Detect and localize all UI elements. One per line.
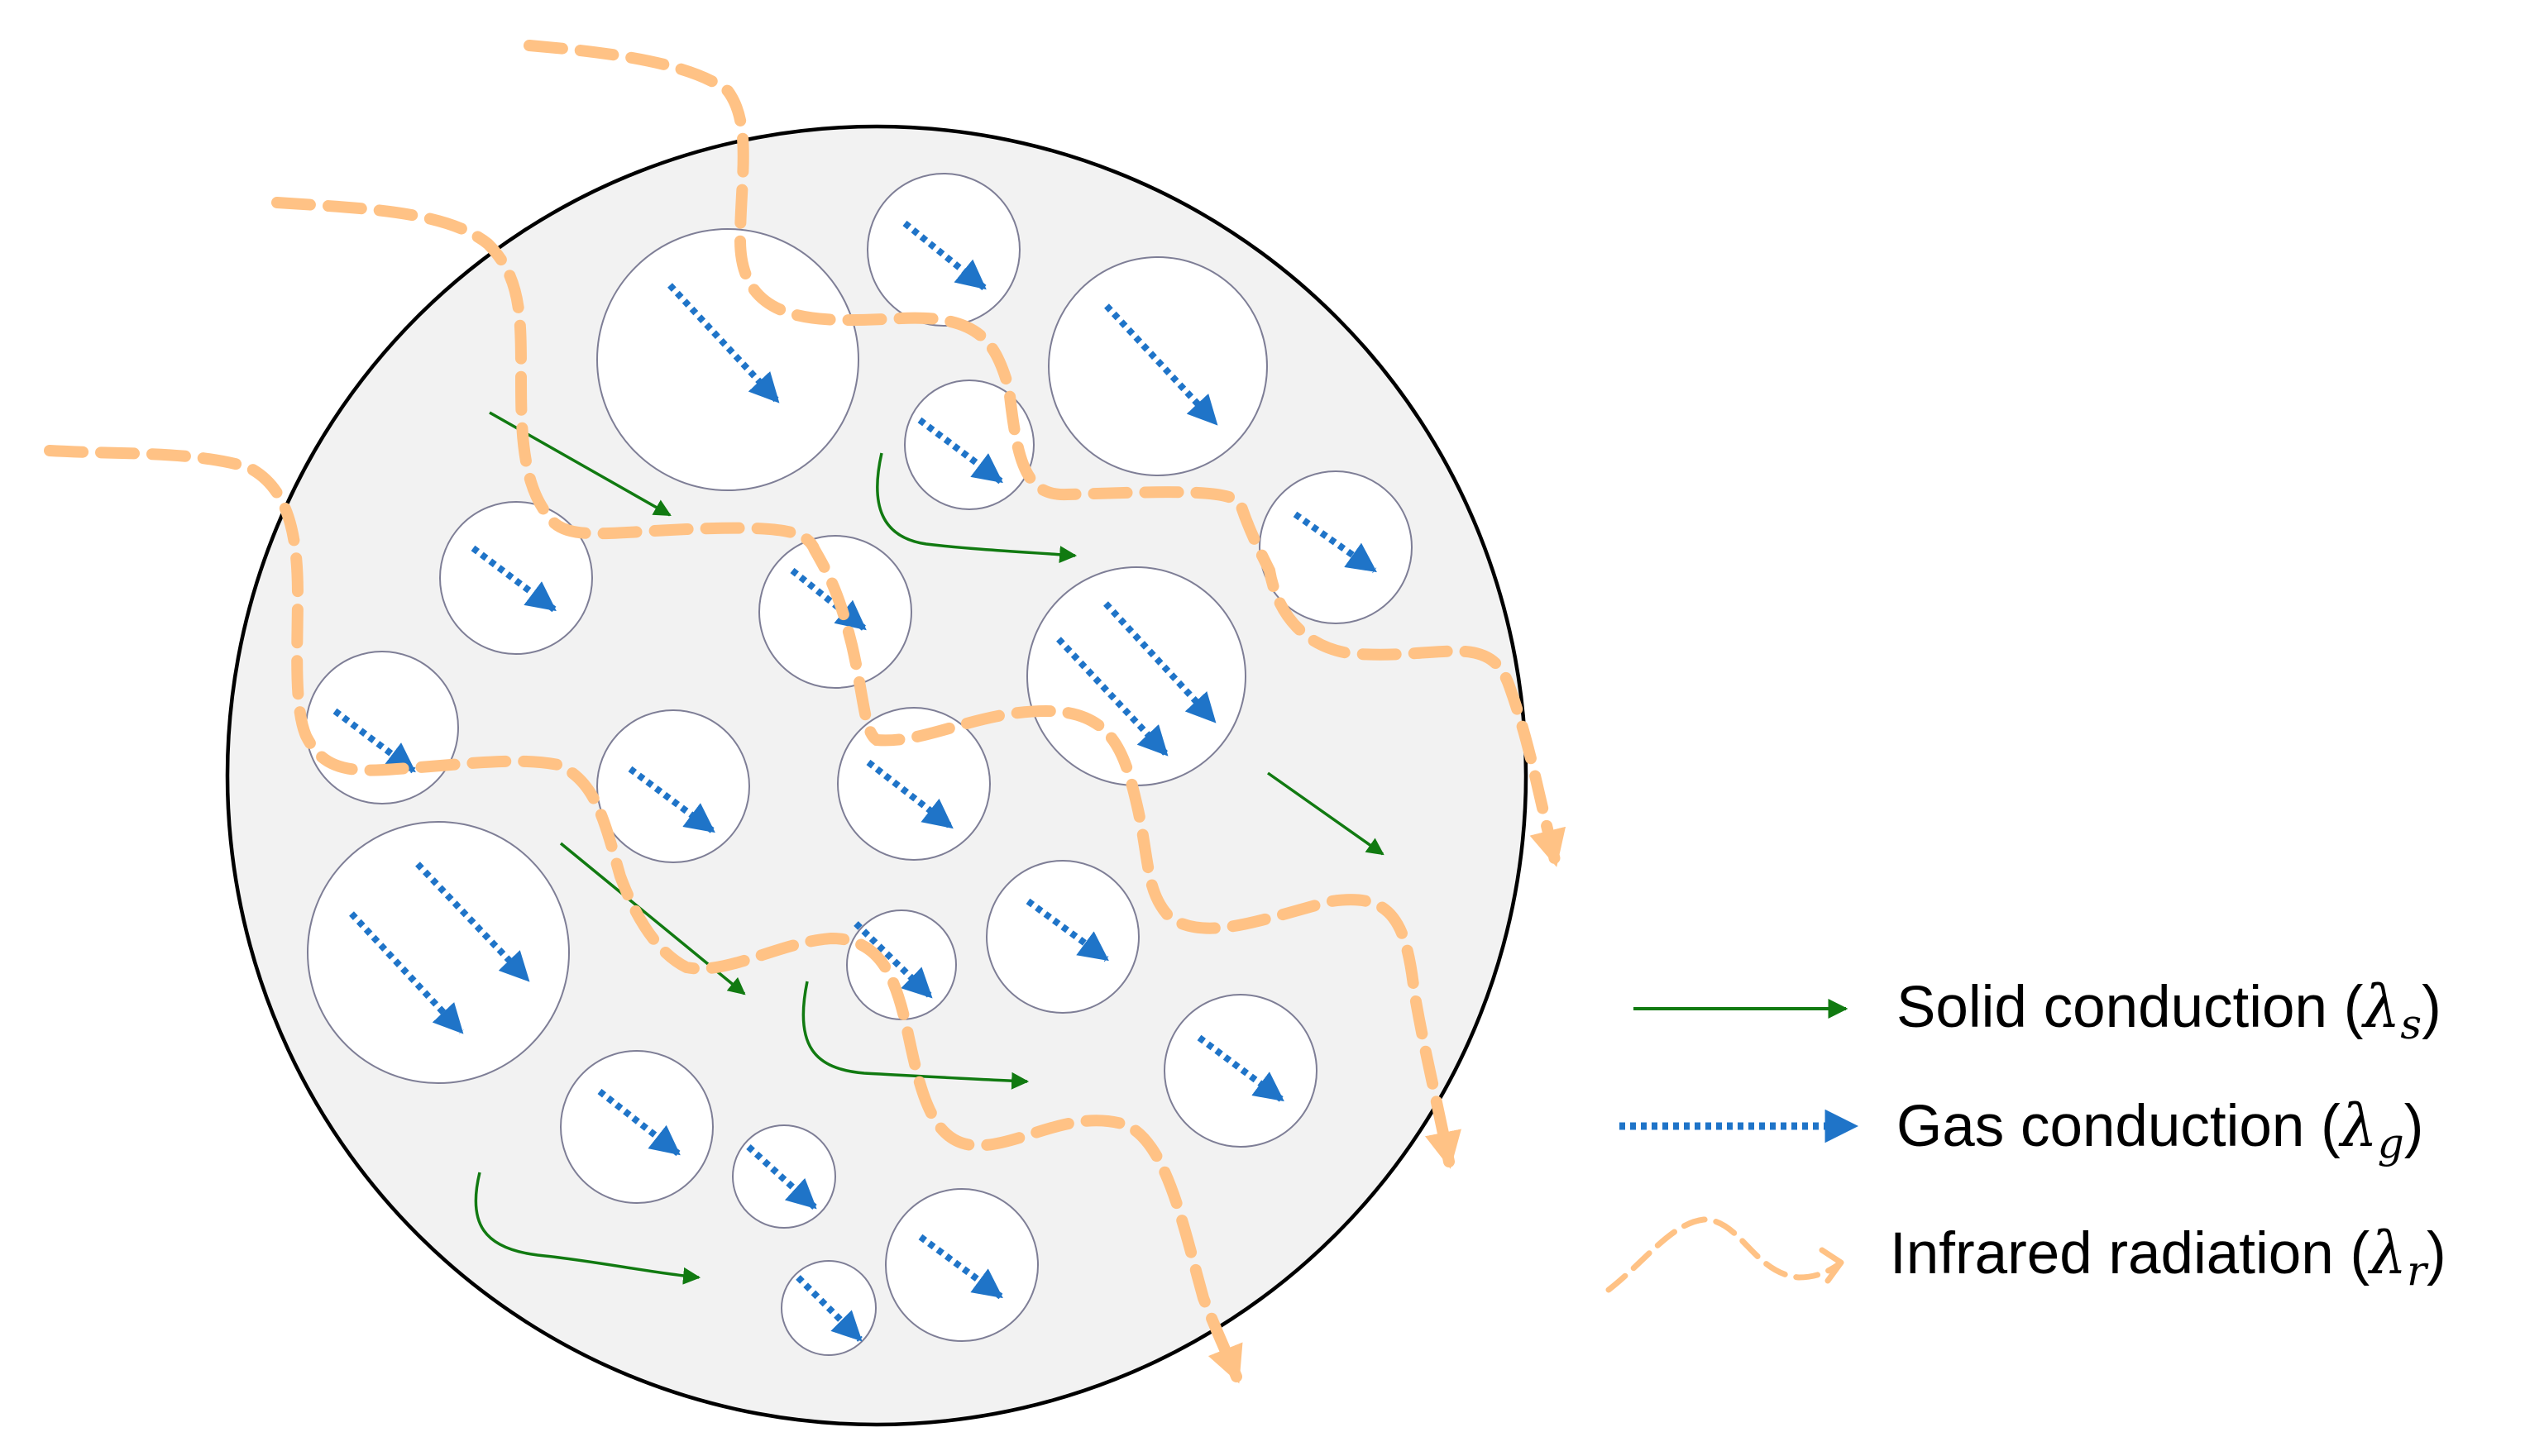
legend-item-gas: Gas conduction (λg) (1619, 1091, 2423, 1167)
pore (439, 501, 593, 655)
gas-conduction-arrow (667, 283, 780, 403)
legend: Solid conduction (λs) Gas conduction (λg… (1605, 972, 2446, 1295)
infrared-radiation-path (271, 197, 1461, 1169)
pore (307, 821, 570, 1084)
infrared-radiation-path (44, 445, 1243, 1384)
pore (1164, 994, 1317, 1148)
pore (885, 1188, 1039, 1342)
pore (1048, 256, 1268, 476)
gas-conduction-arrow (1103, 601, 1217, 723)
pore (867, 173, 1021, 327)
gas-conduction-arrow (628, 766, 715, 834)
pore (1026, 566, 1246, 786)
gas-conduction-arrow (746, 1144, 817, 1210)
gas-conduction-arrow (415, 862, 530, 982)
gas-conduction-arrow (796, 1275, 863, 1342)
pore (986, 860, 1140, 1014)
gas-conduction-arrow (1197, 1034, 1284, 1103)
pore (560, 1050, 714, 1204)
infrared-radiation-paths (44, 40, 1566, 1384)
gas-conduction-arrow (332, 708, 416, 774)
pore (1259, 470, 1413, 624)
solid-conduction-arrow (1266, 771, 1384, 856)
legend-radiation-label: Infrared radiation (λr) (1890, 1219, 2446, 1295)
legend-solid-label: Solid conduction (λs) (1896, 972, 2441, 1048)
pore (837, 707, 991, 861)
legend-radiation-arrowhead (1819, 1247, 1844, 1284)
solid-conduction-arrow (801, 981, 1030, 1090)
pore (758, 535, 912, 689)
gas-conduction-arrow (1056, 637, 1169, 757)
gas-conduction-arrow (1104, 303, 1218, 426)
gas-conduction-arrow (1293, 511, 1377, 574)
gas-conduction-arrow (790, 567, 867, 632)
gas-conduction-arrow (866, 759, 954, 830)
pore (596, 228, 859, 491)
gas-conduction-arrows (332, 220, 1377, 1342)
infrared-radiation-path (524, 40, 1566, 867)
pore (596, 709, 750, 863)
gas-conduction-arrow (854, 921, 933, 999)
pore (305, 651, 459, 804)
solid-conduction-arrow (474, 1172, 701, 1285)
legend-item-solid: Solid conduction (λs) (1633, 972, 2441, 1048)
legend-item-radiation: Infrared radiation (λr) (1605, 1216, 2446, 1295)
solid-conduction-arrow (876, 452, 1078, 564)
legend-radiation-swatch (1605, 1216, 1844, 1293)
gas-conduction-arrow (1026, 898, 1109, 962)
legend-gas-label: Gas conduction (λg) (1896, 1091, 2423, 1167)
gas-conduction-arrow (349, 911, 464, 1034)
